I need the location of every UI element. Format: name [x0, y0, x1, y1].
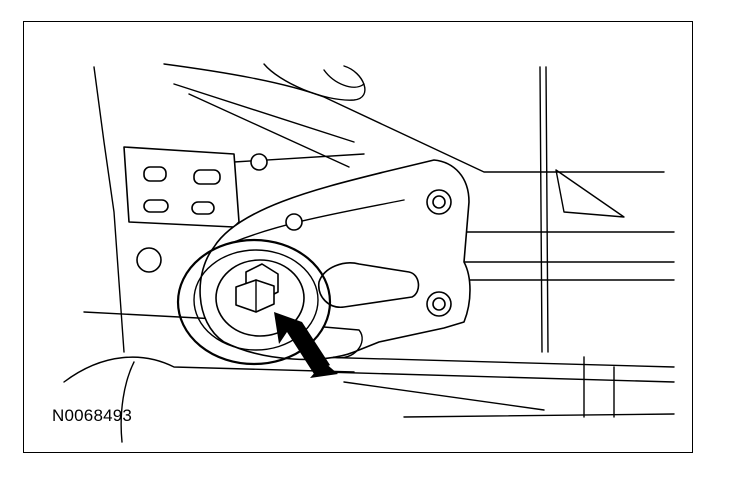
figure-frame: N0068493	[23, 21, 693, 453]
mounting-bracket	[123, 146, 268, 273]
pointer-arrow	[274, 312, 338, 378]
body-structure	[63, 63, 675, 443]
figure-reference-number: N0068493	[52, 406, 133, 425]
suspension-arm-illustration	[63, 63, 675, 443]
